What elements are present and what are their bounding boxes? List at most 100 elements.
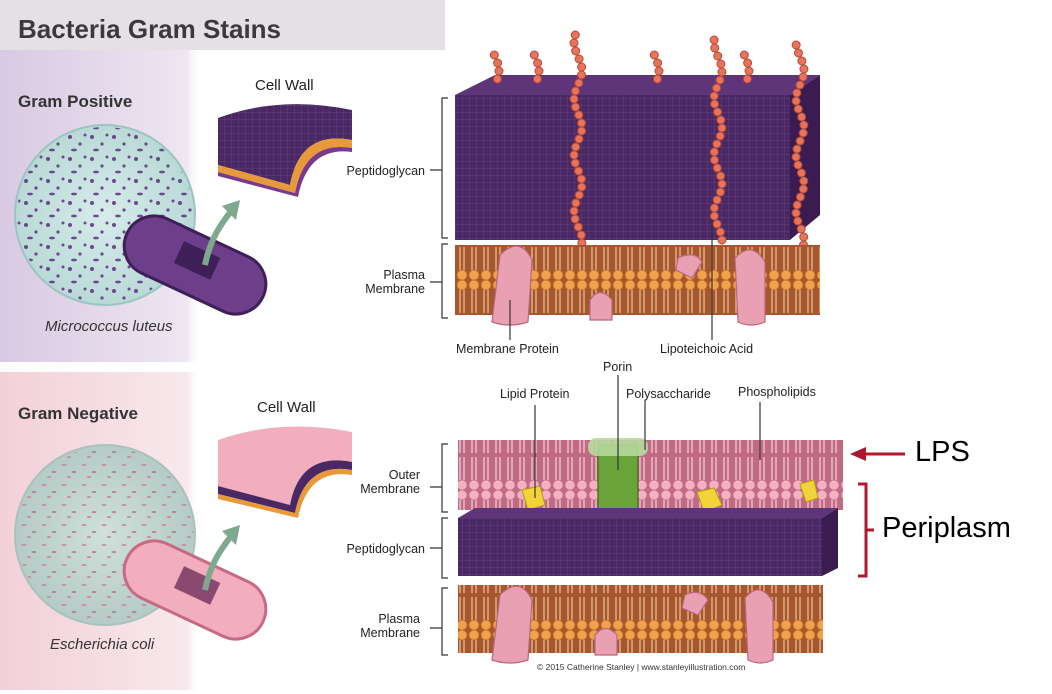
teichoic-bead bbox=[795, 80, 805, 90]
teichoic-bead bbox=[709, 155, 719, 165]
teichoic-bead bbox=[569, 38, 579, 48]
teichoic-bead bbox=[742, 74, 752, 84]
teichoic-bead bbox=[712, 83, 722, 93]
teichoic-bead bbox=[709, 91, 719, 101]
gram-negative-heading: Gram Negative bbox=[18, 404, 138, 423]
copyright-credit: © 2015 Catherine Stanley | www.stanleyil… bbox=[537, 662, 746, 672]
teichoic-bead bbox=[492, 74, 502, 84]
gram-positive-plasma-membrane-label: Plasma Membrane bbox=[325, 268, 425, 296]
teichoic-bead bbox=[533, 58, 543, 68]
teichoic-bead bbox=[739, 50, 749, 60]
lps-arrow-icon bbox=[850, 447, 905, 461]
teichoic-bead bbox=[715, 131, 725, 141]
gram-negative-organism: Escherichia coli bbox=[50, 636, 155, 653]
gram-positive-organism: Micrococcus luteus bbox=[45, 318, 173, 335]
gram-negative-outer-membrane bbox=[458, 438, 843, 514]
teichoic-bead bbox=[709, 203, 719, 213]
phospholipids-label: Phospholipids bbox=[738, 385, 816, 399]
teichoic-bead bbox=[799, 232, 809, 242]
teichoic-bead bbox=[652, 74, 662, 84]
outer-membrane-line1: Outer bbox=[388, 468, 420, 482]
teichoic-bead bbox=[574, 54, 584, 64]
gram-negative-cell-wall-icon bbox=[218, 426, 352, 518]
gram-positive-cell-wall-label: Cell Wall bbox=[255, 77, 314, 94]
teichoic-bead bbox=[799, 176, 809, 186]
teichoic-bead bbox=[569, 206, 579, 216]
page-title: Bacteria Gram Stains bbox=[18, 14, 282, 44]
teichoic-bead bbox=[653, 58, 663, 68]
gram-positive-plasma-line2: Membrane bbox=[365, 282, 425, 296]
teichoic-bead bbox=[791, 96, 801, 106]
polysaccharide-label: Polysaccharide bbox=[626, 387, 711, 401]
teichoic-bead bbox=[570, 30, 580, 40]
teichoic-bead bbox=[713, 51, 723, 61]
teichoic-bead bbox=[716, 115, 726, 125]
teichoic-bead bbox=[570, 86, 580, 96]
teichoic-bead bbox=[798, 184, 808, 194]
outer-membrane-line2: Membrane bbox=[360, 482, 420, 496]
teichoic-bead bbox=[577, 70, 587, 80]
teichoic-bead bbox=[791, 152, 801, 162]
teichoic-bead bbox=[570, 214, 580, 224]
teichoic-bead bbox=[571, 46, 581, 56]
teichoic-bead bbox=[795, 192, 805, 202]
teichoic-bead bbox=[713, 107, 723, 117]
teichoic-bead bbox=[799, 64, 809, 74]
gram-positive-cell-icon bbox=[122, 214, 268, 316]
gram-negative-peptidoglycan-block bbox=[458, 508, 838, 576]
teichoic-bead bbox=[534, 66, 544, 76]
gram-positive-cell-wall-icon bbox=[218, 104, 352, 197]
periplasm-label: Periplasm bbox=[882, 512, 1011, 544]
teichoic-bead bbox=[798, 128, 808, 138]
teichoic-bead bbox=[709, 147, 719, 157]
teichoic-bead bbox=[796, 224, 806, 234]
teichoic-bead bbox=[710, 43, 720, 53]
porin-label: Porin bbox=[603, 360, 633, 374]
teichoic-bead bbox=[529, 50, 539, 60]
teichoic-bead bbox=[570, 102, 580, 112]
lipid-protein-label: Lipid Protein bbox=[500, 387, 570, 401]
teichoic-bead bbox=[574, 166, 584, 176]
teichoic-bead bbox=[574, 78, 584, 88]
teichoic-bead bbox=[712, 195, 722, 205]
teichoic-bead bbox=[717, 235, 727, 245]
teichoic-bead bbox=[573, 222, 583, 232]
teichoic-bead bbox=[654, 66, 664, 76]
teichoic-bead bbox=[493, 58, 503, 68]
teichoic-bead bbox=[715, 227, 725, 237]
lipoteichoic-acid-label: Lipoteichoic Acid bbox=[660, 342, 754, 356]
gram-negative-plasma-line2: Membrane bbox=[360, 626, 420, 640]
gram-negative-plasma-membrane-label: Plasma Membrane bbox=[325, 612, 420, 640]
teichoic-bead bbox=[712, 139, 722, 149]
teichoic-bead bbox=[712, 219, 722, 229]
outer-membrane-label: Outer Membrane bbox=[325, 468, 420, 496]
teichoic-bead bbox=[717, 179, 727, 189]
teichoic-bead bbox=[796, 168, 806, 178]
teichoic-bead bbox=[577, 182, 587, 192]
teichoic-bead bbox=[793, 216, 803, 226]
teichoic-bead bbox=[576, 174, 586, 184]
gram-positive-peptidoglycan-label: Peptidoglycan bbox=[346, 164, 425, 178]
teichoic-bead bbox=[494, 66, 504, 76]
teichoic-bead bbox=[574, 190, 584, 200]
teichoic-bead bbox=[743, 58, 753, 68]
gram-negative-plasma-line1: Plasma bbox=[378, 612, 420, 626]
label-brackets bbox=[430, 97, 761, 656]
teichoic-bead bbox=[715, 75, 725, 85]
teichoic-bead bbox=[569, 150, 579, 160]
teichoic-bead bbox=[570, 158, 580, 168]
teichoic-bead bbox=[574, 134, 584, 144]
lipoteichoic-acid-chains bbox=[489, 30, 809, 250]
teichoic-bead bbox=[489, 50, 499, 60]
teichoic-bead bbox=[793, 48, 803, 58]
teichoic-bead bbox=[709, 35, 719, 45]
teichoic-bead bbox=[795, 136, 805, 146]
teichoic-bead bbox=[793, 160, 803, 170]
teichoic-bead bbox=[792, 200, 802, 210]
gram-negative-peptidoglycan-label: Peptidoglycan bbox=[346, 542, 425, 556]
teichoic-bead bbox=[799, 120, 809, 130]
membrane-protein-label: Membrane Protein bbox=[456, 342, 559, 356]
teichoic-bead bbox=[577, 126, 587, 136]
teichoic-bead bbox=[797, 56, 807, 66]
